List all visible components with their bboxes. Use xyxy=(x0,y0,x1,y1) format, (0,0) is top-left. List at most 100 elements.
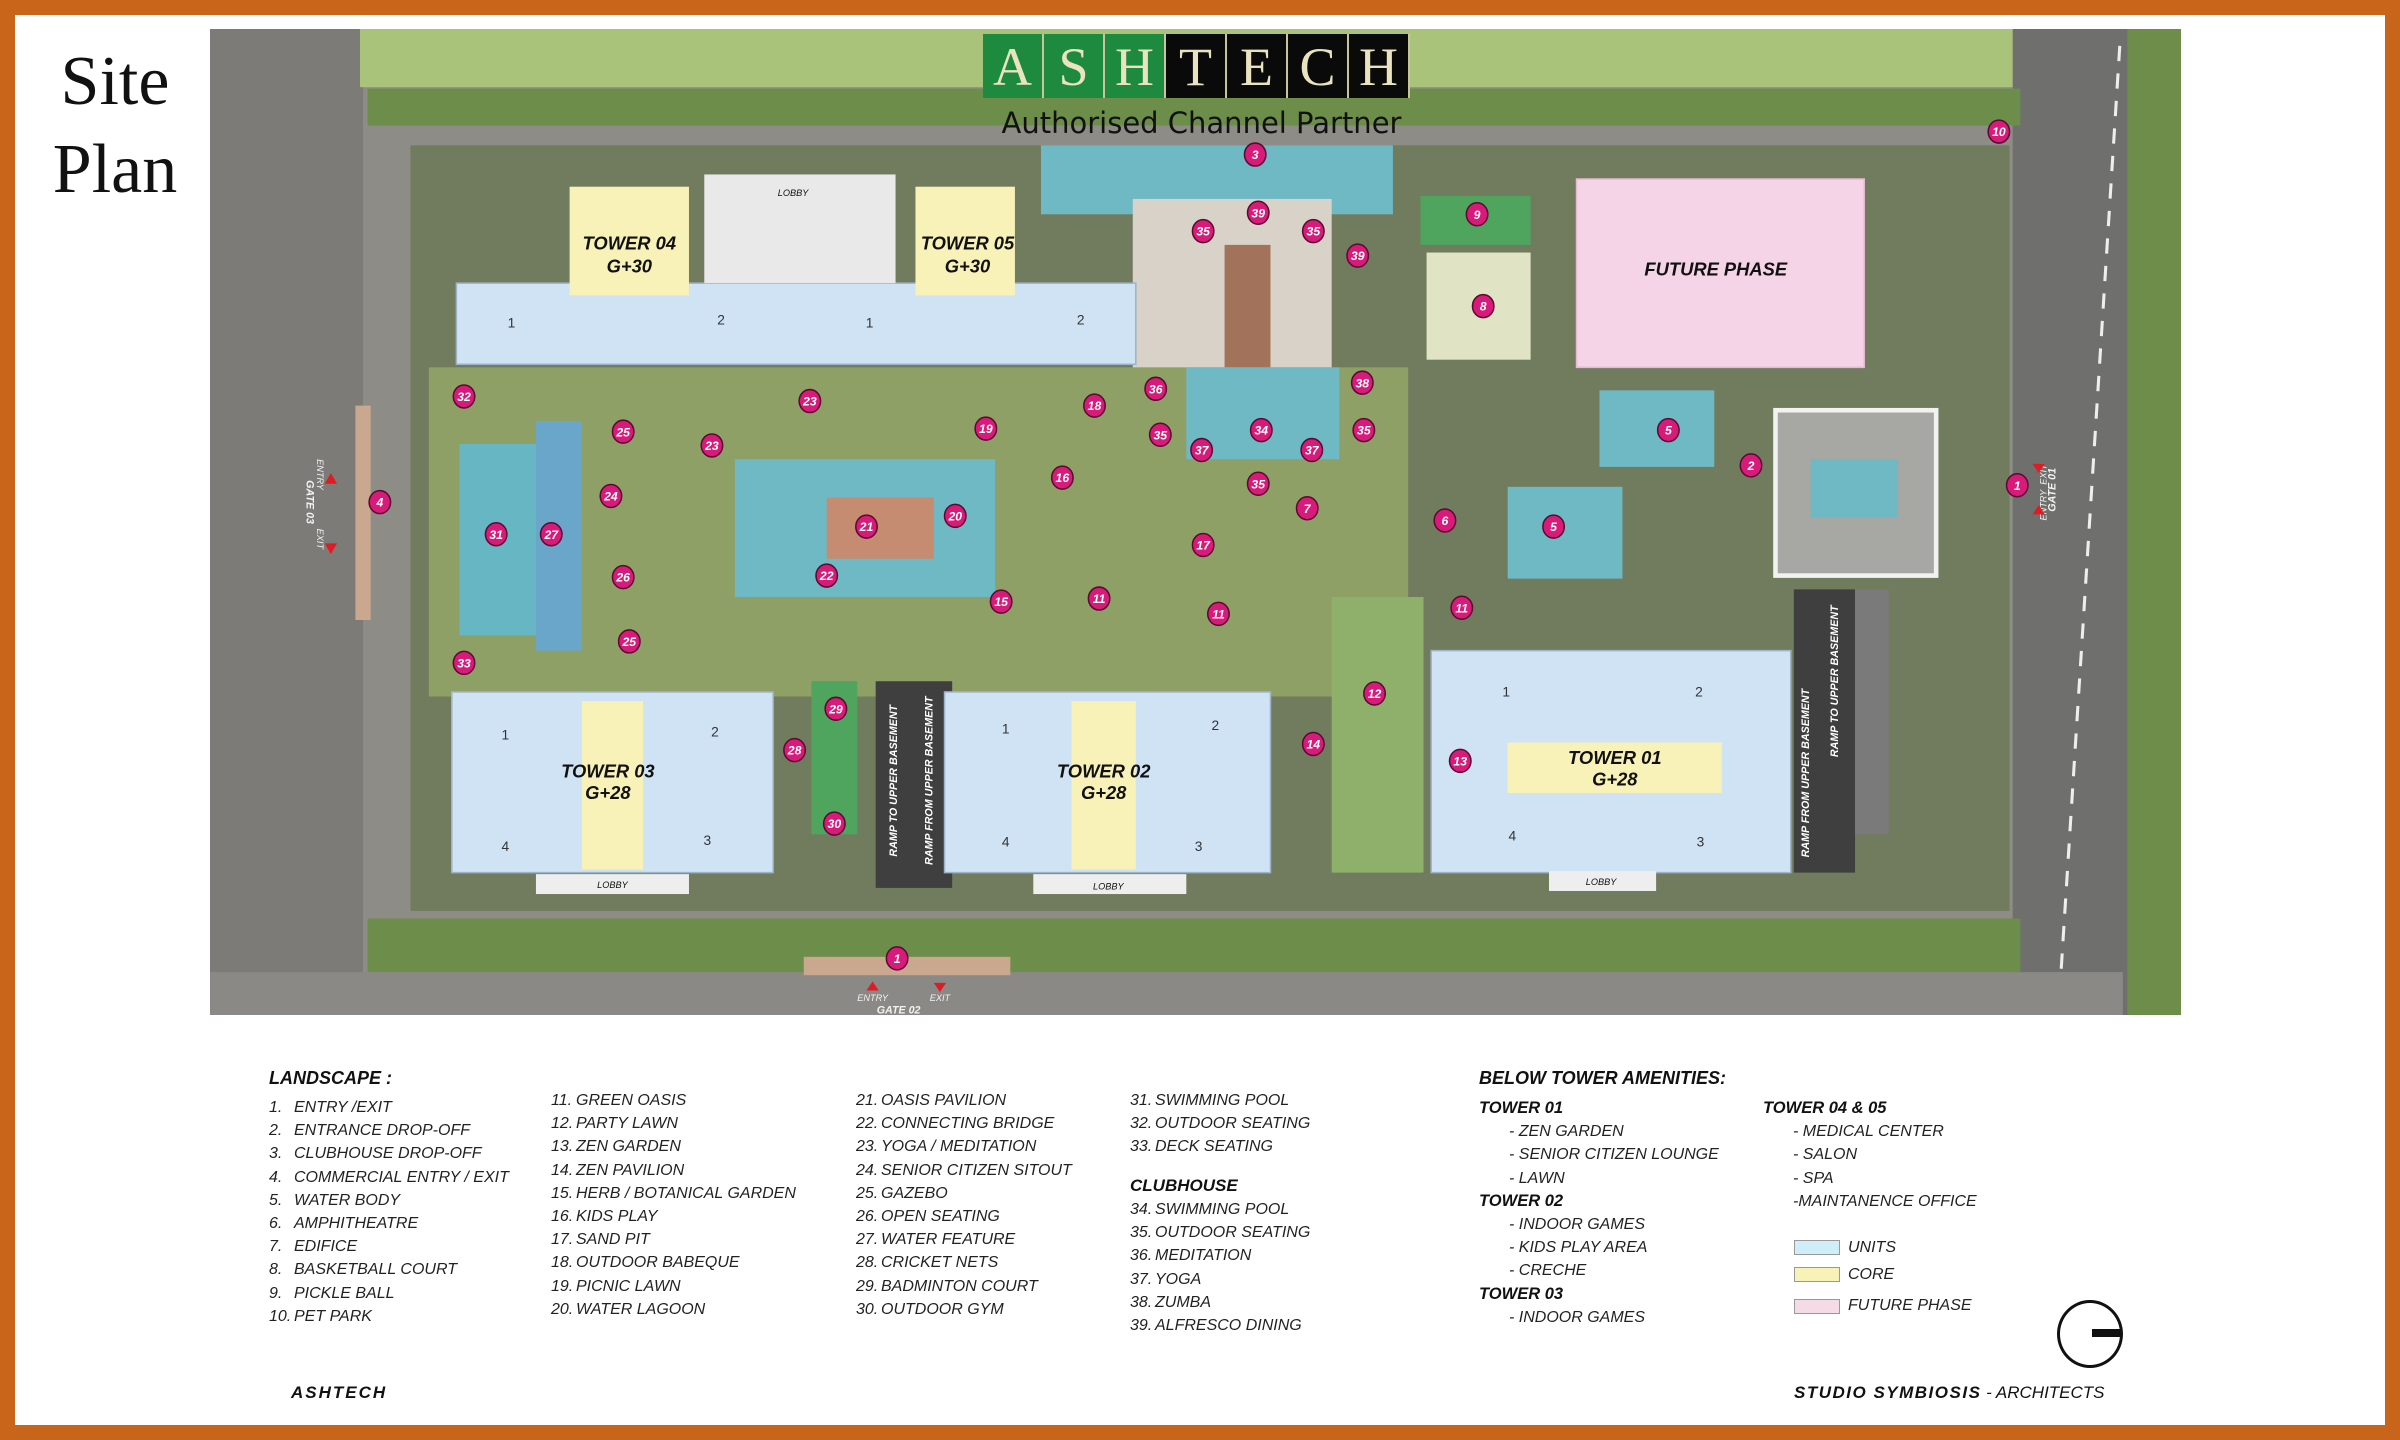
amenity-marker[interactable]: 5 xyxy=(1656,417,1680,443)
entry-arrow-icon xyxy=(2032,463,2045,474)
amenity-marker[interactable]: 14 xyxy=(1301,731,1325,757)
amenity-marker[interactable]: 11 xyxy=(1450,595,1474,620)
marker-pin-icon xyxy=(1087,586,1111,611)
marker-pin-icon xyxy=(700,433,724,458)
marker-number: 23 xyxy=(704,439,719,453)
tower-01-name: TOWER 01 xyxy=(1568,747,1662,768)
amenity-marker[interactable]: 35 xyxy=(1246,471,1270,496)
amenity-marker[interactable]: 8 xyxy=(1471,293,1495,319)
marker-number: 4 xyxy=(375,496,383,510)
amenity-marker[interactable]: 10 xyxy=(1987,119,2011,144)
wing-number: 2 xyxy=(1695,685,1703,700)
legend-item: 4.COMMERCIAL ENTRY / EXIT xyxy=(269,1166,509,1189)
amenity-marker[interactable]: 35 xyxy=(1352,417,1376,443)
amenity-marker[interactable]: 31 xyxy=(484,522,508,547)
amenity-marker[interactable]: 7 xyxy=(1295,495,1319,521)
below-tower-heading: BELOW TOWER AMENITIES: xyxy=(1479,1068,1726,1088)
amenity-marker[interactable]: 38 xyxy=(1350,370,1374,395)
marker-pin-icon xyxy=(1363,681,1387,706)
amenity-marker[interactable]: 16 xyxy=(1050,465,1074,490)
legend-item: 14.ZEN PAVILION xyxy=(551,1159,796,1182)
gate-02-exit: EXIT xyxy=(930,993,952,1003)
amenity-marker[interactable]: 9 xyxy=(1465,202,1489,227)
amenity-marker[interactable]: 29 xyxy=(824,696,848,722)
amenity-marker[interactable]: 35 xyxy=(1191,218,1215,244)
legend-item: 10.PET PARK xyxy=(269,1305,509,1328)
legend-label: OUTDOOR GYM xyxy=(881,1300,1004,1318)
legend-number: 13. xyxy=(551,1138,574,1156)
below-tower-name: TOWER 04 & 05 xyxy=(1763,1099,1887,1117)
exit-arrow-icon xyxy=(324,543,338,555)
entry-arrow-icon xyxy=(866,981,879,991)
amenity-marker[interactable]: 20 xyxy=(943,503,967,529)
amenity-marker[interactable]: 2 xyxy=(1739,453,1763,478)
marker-pin-icon xyxy=(2005,473,2029,498)
amenity-marker[interactable]: 13 xyxy=(1448,748,1472,774)
amenity-marker[interactable]: 30 xyxy=(822,811,846,836)
amenity-marker[interactable]: 6 xyxy=(1433,508,1457,533)
amenity-marker[interactable]: 18 xyxy=(1083,393,1106,418)
amenity-marker[interactable]: 34 xyxy=(1249,417,1273,443)
amenity-marker[interactable]: 11 xyxy=(1206,601,1230,627)
amenity-marker[interactable]: 39 xyxy=(1346,243,1370,268)
amenity-marker[interactable]: 35 xyxy=(1148,422,1172,447)
marker-pin-icon xyxy=(989,589,1013,614)
legend-label: KIDS PLAY xyxy=(576,1208,658,1226)
amenity-marker[interactable]: 28 xyxy=(783,737,807,763)
marker-pin-icon xyxy=(1448,748,1472,774)
marker-pin-icon xyxy=(539,522,563,547)
legend-label: OUTDOOR SEATING xyxy=(1155,1115,1311,1133)
marker-number: 30 xyxy=(828,817,842,831)
amenity-marker[interactable]: 1 xyxy=(2005,473,2029,498)
legend-number: 20. xyxy=(551,1300,574,1318)
legend-item: 29.BADMINTON COURT xyxy=(856,1275,1072,1298)
legend-item: 19.PICNIC LAWN xyxy=(551,1275,796,1298)
marker-pin-icon xyxy=(822,811,846,836)
amenity-marker[interactable]: 4 xyxy=(368,489,392,515)
amenity-marker[interactable]: 24 xyxy=(599,483,623,509)
legend-item: 25.GAZEBO xyxy=(856,1182,1072,1205)
amenity-marker[interactable]: 15 xyxy=(989,589,1013,614)
legend-item: 18.OUTDOOR BABEQUE xyxy=(551,1251,796,1274)
amenity-marker[interactable]: 11 xyxy=(1087,586,1111,611)
amenity-marker[interactable]: 25 xyxy=(611,419,635,444)
legend-label: MEDITATION xyxy=(1155,1247,1252,1265)
amenity-marker[interactable]: 26 xyxy=(611,564,635,590)
amenity-marker[interactable]: 25 xyxy=(617,629,641,654)
amenity-marker[interactable]: 5 xyxy=(1542,514,1566,539)
amenity-marker[interactable]: 32 xyxy=(452,384,476,409)
legend-item: 17.SAND PIT xyxy=(551,1228,796,1251)
amenity-marker[interactable]: 3 xyxy=(1243,142,1267,167)
amenity-marker[interactable]: 17 xyxy=(1191,532,1215,558)
amenity-marker[interactable]: 35 xyxy=(1301,218,1325,244)
legend-item: 8.BASKETBALL COURT xyxy=(269,1258,509,1281)
amenity-marker[interactable]: 19 xyxy=(974,416,998,441)
legend-number: 11. xyxy=(551,1092,573,1109)
marker-number: 20 xyxy=(947,509,962,523)
legend-label: SWIMMING POOL xyxy=(1155,1201,1290,1218)
below-tower-name: TOWER 02 xyxy=(1479,1191,1564,1210)
amenity-marker[interactable]: 37 xyxy=(1190,437,1214,463)
amenity-marker[interactable]: 36 xyxy=(1144,376,1168,402)
amenity-marker[interactable]: 23 xyxy=(798,388,822,414)
legend-item: 12.PARTY LAWN xyxy=(551,1112,796,1135)
entry-arrow-icon xyxy=(324,473,338,484)
amenity-marker[interactable]: 21 xyxy=(855,514,878,539)
tower-05-floors: G+30 xyxy=(945,255,991,276)
amenity-marker[interactable]: 12 xyxy=(1363,681,1387,706)
marker-pin-icon xyxy=(452,650,476,676)
legend-item: 36.MEDITATION xyxy=(1130,1244,1310,1267)
amenity-marker[interactable]: 33 xyxy=(452,650,476,676)
legend-label: PARTY LAWN xyxy=(576,1115,678,1133)
amenity-marker[interactable]: 37 xyxy=(1300,437,1324,463)
amenity-marker[interactable]: 22 xyxy=(815,563,839,588)
amenity-marker[interactable]: 1 xyxy=(885,946,909,971)
below-tower-amenity: - ZEN GARDEN xyxy=(1509,1123,1624,1141)
marker-pin-icon xyxy=(1471,293,1495,319)
amenity-marker[interactable]: 39 xyxy=(1246,200,1270,225)
amenity-marker[interactable]: 27 xyxy=(539,522,563,547)
lobby-label: LOBBY xyxy=(597,880,628,890)
wing-number: 2 xyxy=(717,312,725,327)
wing-number: 2 xyxy=(1077,312,1085,327)
amenity-marker[interactable]: 23 xyxy=(700,433,724,458)
